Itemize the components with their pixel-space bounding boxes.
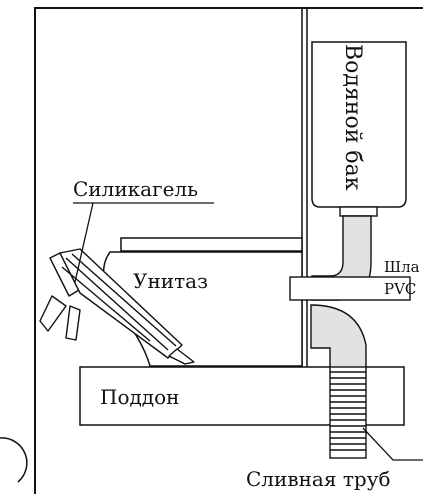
hose-label-line2: PVC <box>384 280 416 298</box>
tank-connector <box>339 206 378 217</box>
tray-label: Поддон <box>100 385 179 409</box>
hose-label-line1: Шла <box>384 258 420 276</box>
silicone-gun <box>39 248 195 365</box>
drain-pipe <box>329 366 367 459</box>
drain-elbow <box>310 304 367 369</box>
water-tank-label: Водяной бак <box>340 44 365 191</box>
corner-circle-fragment <box>0 437 28 483</box>
hose-clamp <box>289 276 411 301</box>
silica-gel-label: Силикагель <box>73 177 198 201</box>
toilet-label: Унитаз <box>133 269 208 293</box>
frame-border <box>34 7 423 494</box>
drain-pipe-leader <box>362 427 423 461</box>
silica-gel-leader <box>73 202 214 283</box>
toilet-lid <box>120 237 303 252</box>
water-tank <box>311 41 407 208</box>
drain-pipe-label: Сливная труб <box>246 467 391 491</box>
